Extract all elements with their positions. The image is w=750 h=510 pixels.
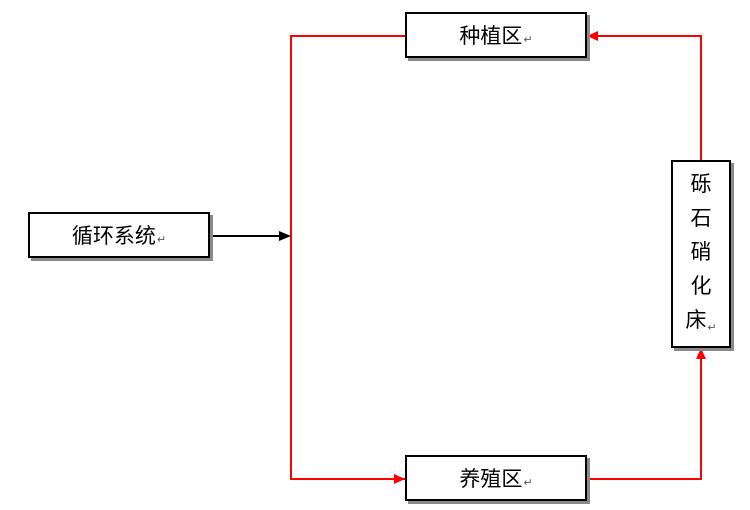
red-flow-breeding-to-filter xyxy=(587,348,702,480)
node-circulation-label: 循环系统 xyxy=(71,224,156,248)
filter-char-3: 硝 xyxy=(690,240,712,264)
node-planting-area: 种植区↵ xyxy=(405,12,587,58)
filter-char-4: 化 xyxy=(690,274,712,298)
return-mark-icon: ↵ xyxy=(156,232,167,246)
arrowhead-into-breeding xyxy=(394,474,405,484)
filter-char-5: 床↵ xyxy=(685,303,716,341)
filter-char-1: 砾 xyxy=(690,172,712,196)
arrowhead-into-loop xyxy=(279,231,291,241)
node-circulation-system: 循环系统↵ xyxy=(28,212,210,258)
node-breeding-area: 养殖区↵ xyxy=(405,455,587,501)
filter-char-2: 石 xyxy=(690,206,712,230)
return-mark-icon: ↵ xyxy=(707,321,717,334)
red-flow-left-loop xyxy=(290,35,405,480)
filter-char-5-text: 床 xyxy=(685,308,707,332)
arrowhead-into-planting xyxy=(587,31,598,41)
node-breeding-label: 养殖区 xyxy=(459,467,523,491)
arrowhead-into-filter xyxy=(696,348,706,359)
node-planting-label: 种植区 xyxy=(459,24,523,48)
node-gravel-nitrification-bed: 砾 石 硝 化 床↵ xyxy=(671,160,731,348)
return-mark-icon: ↵ xyxy=(523,32,533,46)
return-mark-icon: ↵ xyxy=(523,475,533,489)
red-flow-filter-to-planting xyxy=(587,35,702,160)
